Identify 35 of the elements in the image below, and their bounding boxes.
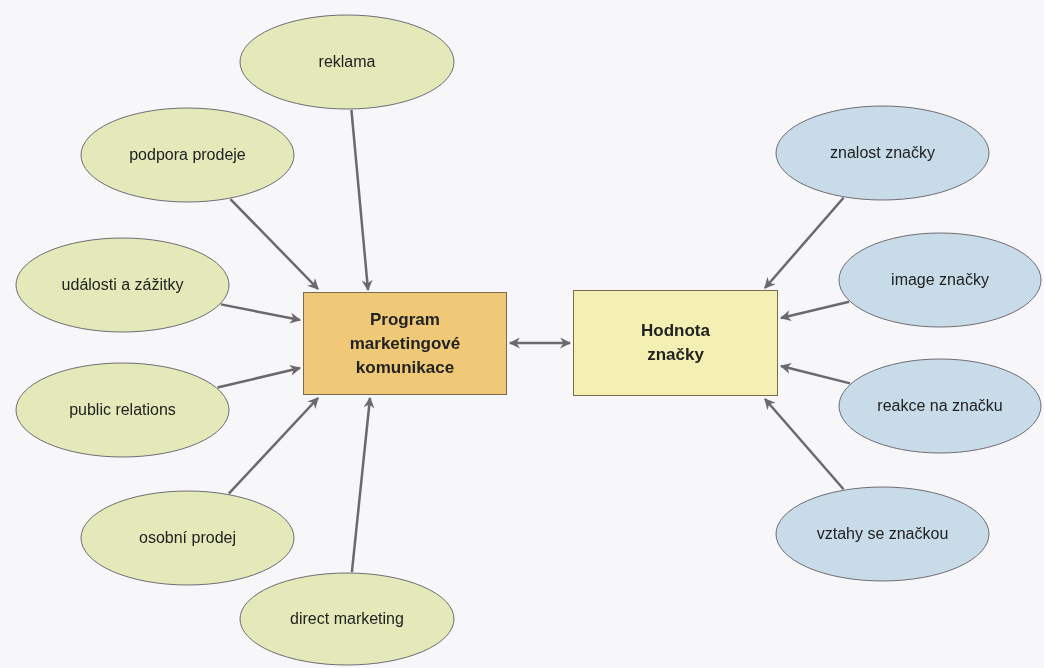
node-label: osobní prodej — [138, 528, 237, 548]
node-label: image značky — [890, 270, 990, 290]
node-label: znalost značky — [829, 143, 936, 163]
arrow — [350, 109, 373, 292]
arrow — [779, 363, 851, 385]
arrow — [350, 396, 375, 573]
arrow — [779, 300, 850, 322]
node-label: reakce na značku — [876, 396, 1004, 416]
node-label: události a zážitky — [60, 275, 185, 295]
node-label: Program marketingové komunikace — [348, 308, 462, 379]
arrow — [508, 337, 572, 349]
ellipse-node — [838, 232, 1042, 328]
node-label: direct marketing — [289, 609, 405, 629]
ellipse-node — [15, 362, 230, 458]
node-label: public relations — [68, 400, 177, 420]
arrow — [764, 398, 845, 491]
ellipse-node — [838, 358, 1042, 454]
arrow — [229, 198, 319, 290]
arrow — [764, 196, 845, 289]
process-box — [573, 290, 778, 396]
ellipse-node — [80, 107, 295, 203]
arrow — [227, 397, 319, 495]
arrow — [220, 303, 302, 324]
node-label: podpora prodeje — [128, 145, 247, 165]
node-label: reklama — [317, 52, 377, 72]
arrow — [217, 364, 302, 389]
process-box — [303, 292, 507, 395]
ellipse-node — [775, 486, 990, 582]
ellipse-node — [239, 572, 455, 666]
ellipse-node — [80, 490, 295, 586]
node-label: Hodnota značky — [640, 320, 711, 366]
node-label: vztahy se značkou — [815, 524, 950, 544]
ellipse-node — [775, 105, 990, 201]
ellipse-node — [239, 14, 455, 110]
ellipse-node — [15, 237, 230, 333]
